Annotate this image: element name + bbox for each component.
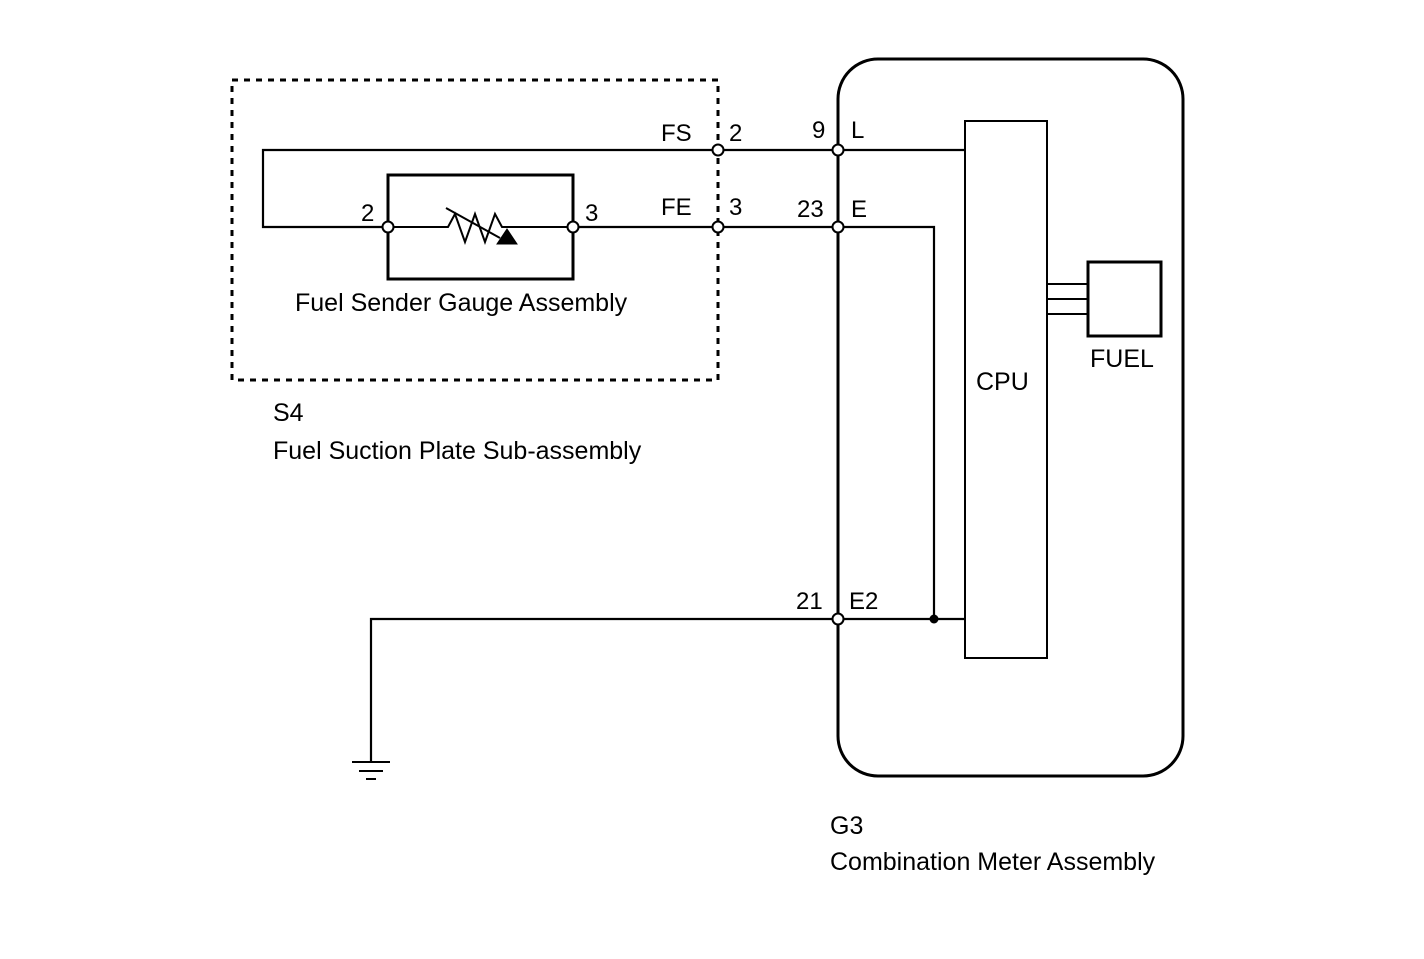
sender-pin-3: [566, 220, 580, 234]
g3-pin-9: [831, 143, 845, 157]
e-terminal-label: E: [851, 196, 867, 223]
resistor-wiper-line: [445, 207, 501, 239]
cpu-label: CPU: [976, 368, 1029, 396]
sender-pin-left-label: 2: [361, 200, 374, 227]
l-pin-label: 9: [812, 117, 825, 144]
g3-pin-21: [831, 612, 845, 626]
e2-pin-label: 21: [796, 588, 823, 615]
fe-terminal-label: FE: [661, 194, 692, 221]
sender-pin-2: [381, 220, 395, 234]
s4-pin-3: [711, 220, 725, 234]
e-to-cpu-wire: [838, 225, 936, 619]
sender-name: Fuel Sender Gauge Assembly: [295, 289, 628, 317]
fuel-gauge-box: [1086, 260, 1163, 338]
g3-pin-23: [831, 220, 845, 234]
fe-pin-label: 3: [729, 194, 742, 221]
suction-plate-enclosure: [230, 78, 720, 382]
cpu-box: [964, 120, 1048, 659]
meter-name: Combination Meter Assembly: [830, 848, 1156, 876]
resistor-wiper-arrow: [496, 228, 518, 245]
combination-meter-outline: [836, 57, 1185, 778]
e2-terminal-label: E2: [849, 588, 878, 615]
suction-plate-code: S4: [273, 399, 304, 427]
fs-terminal-label: FS: [661, 120, 692, 147]
fs-loop-wire: [261, 148, 718, 229]
junction-dot: [929, 614, 939, 624]
e-pin-label: 23: [797, 196, 824, 223]
fs-pin-label: 2: [729, 120, 742, 147]
variable-resistor-icon: [388, 211, 573, 245]
ground-icon: [352, 761, 390, 780]
suction-plate-name: Fuel Suction Plate Sub-assembly: [273, 437, 642, 465]
l-terminal-label: L: [851, 117, 864, 144]
s4-pin-2: [711, 143, 725, 157]
meter-code: G3: [830, 812, 863, 840]
fuel-gauge-label: FUEL: [1090, 345, 1154, 373]
sender-pin-right-label: 3: [585, 200, 598, 227]
ground-wire: [369, 617, 965, 762]
